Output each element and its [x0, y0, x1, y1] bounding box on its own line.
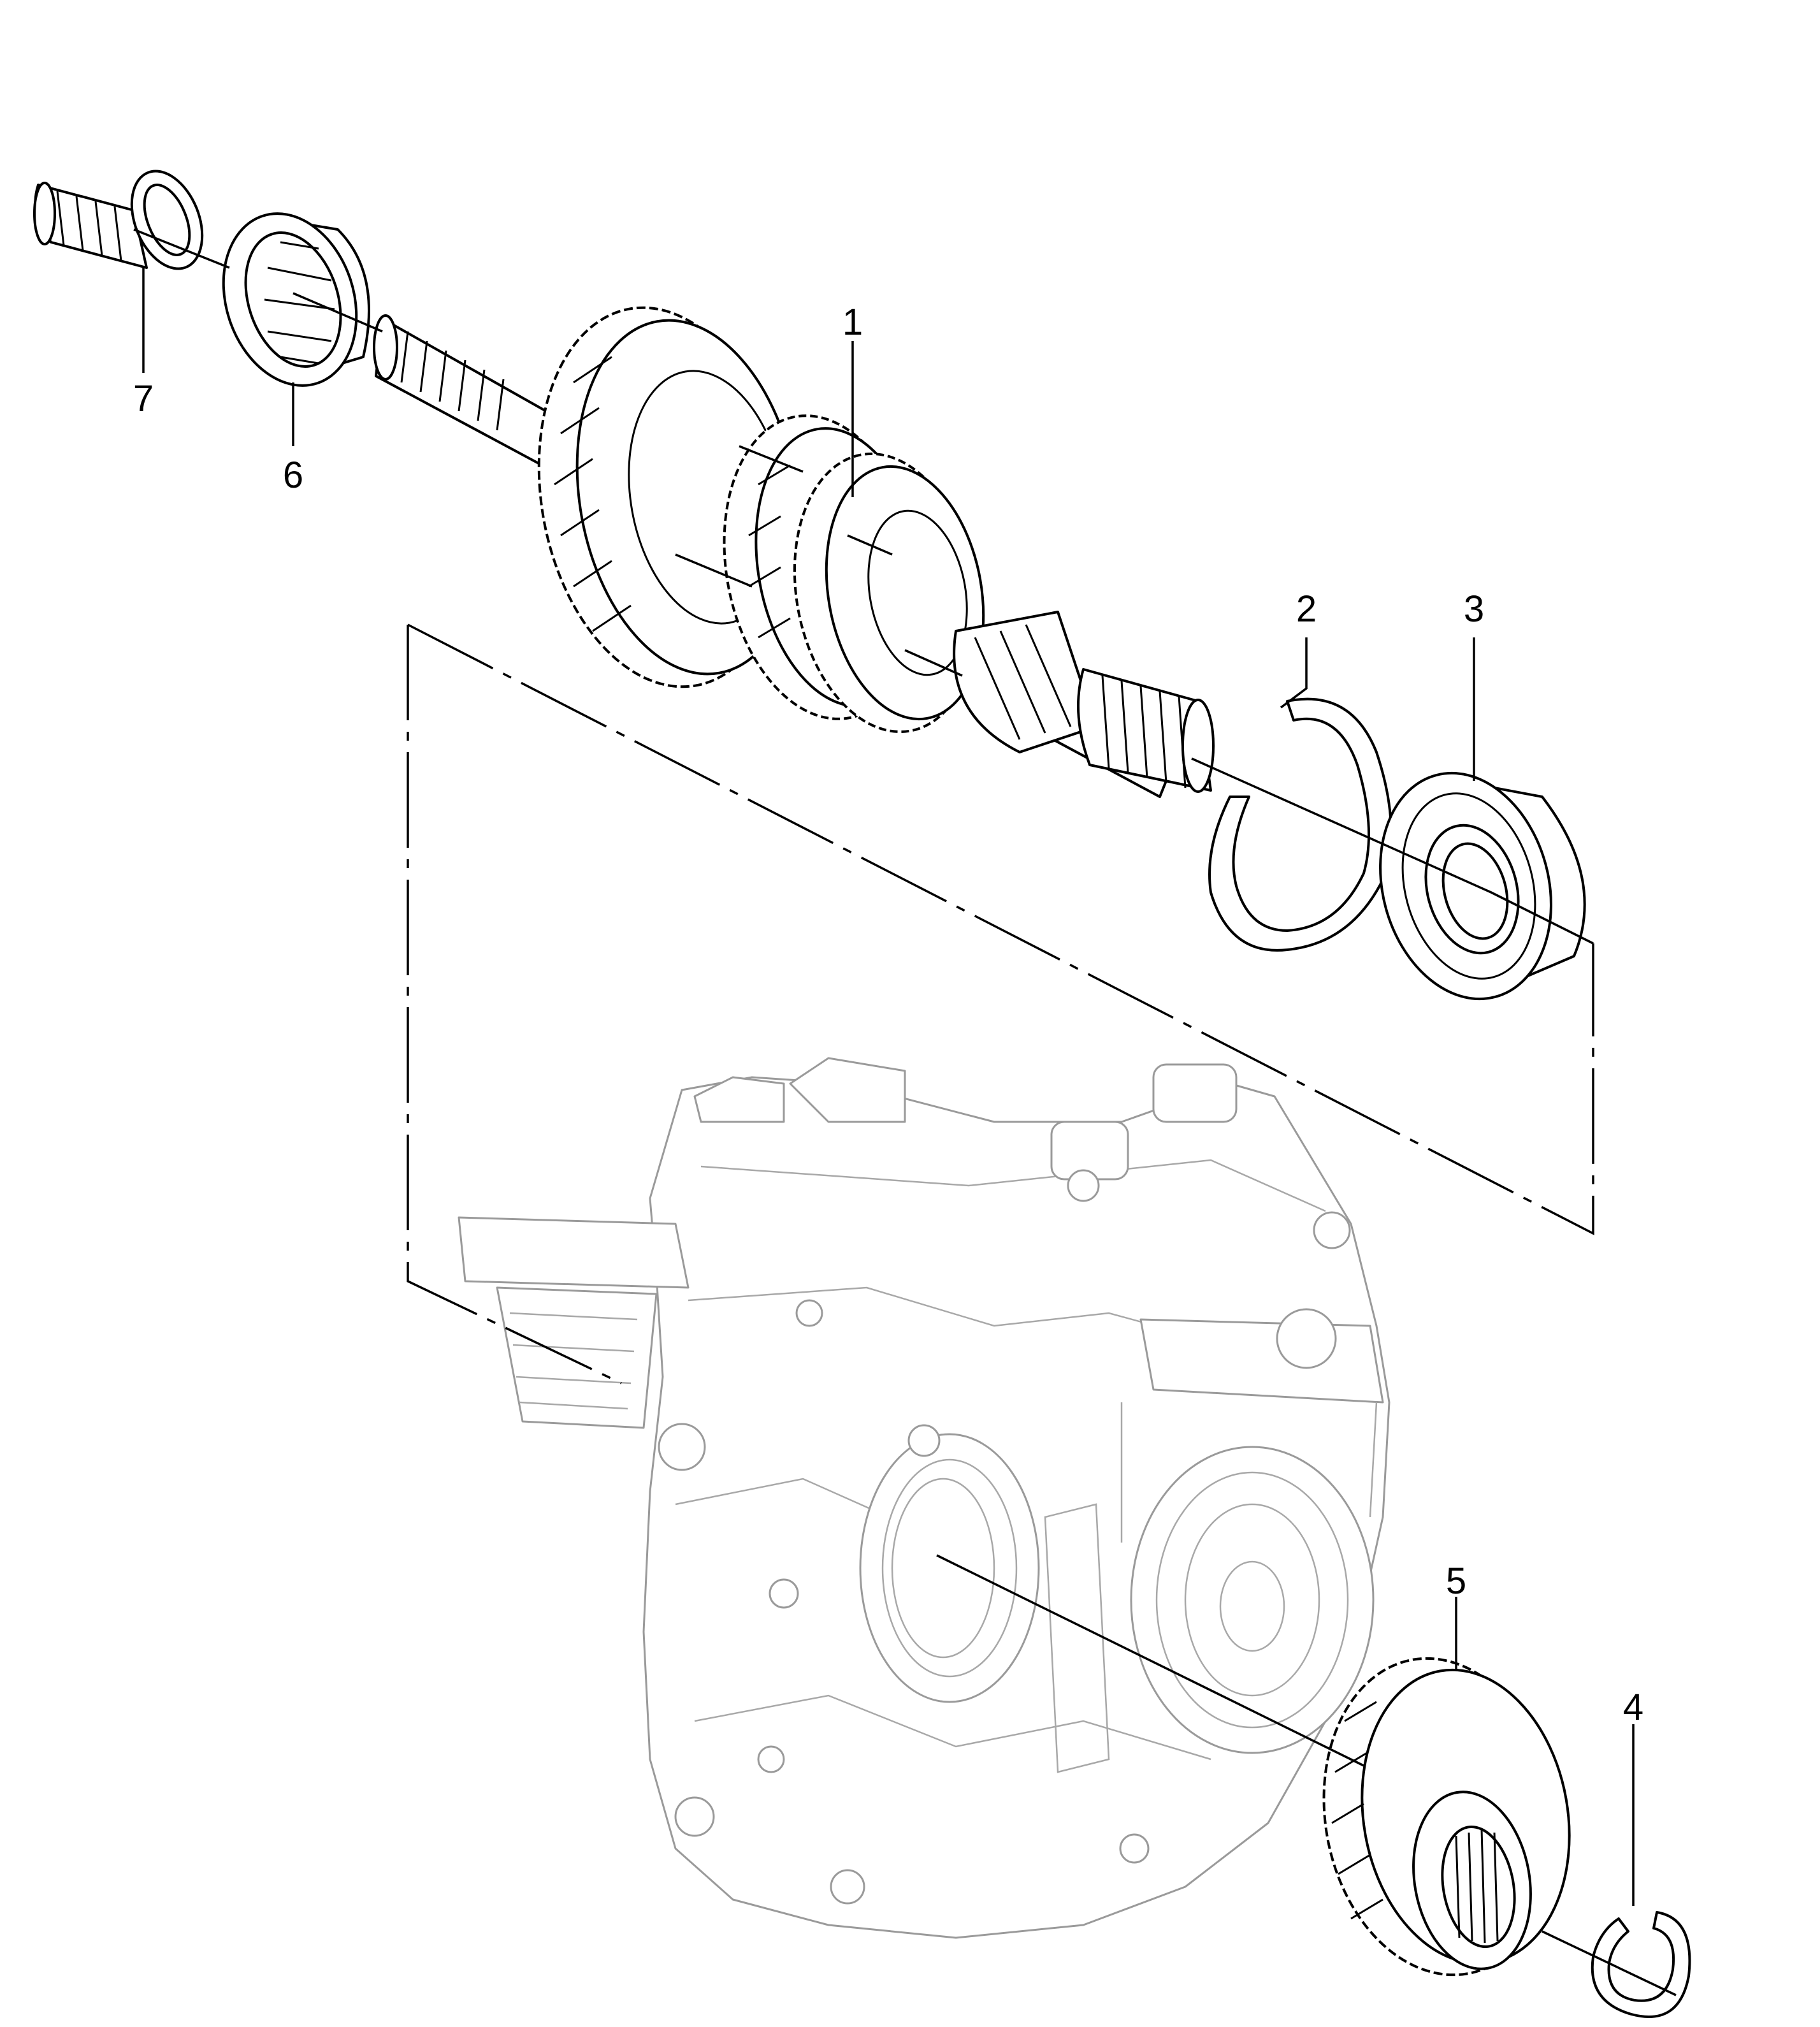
part-4-snap-ring: [1591, 1911, 1691, 2018]
part-3-ball-bearing: [1379, 771, 1586, 1001]
callout-leaders: [142, 268, 1635, 1906]
part-2-circlip: [1208, 697, 1392, 952]
part-7-shaft-stub: [33, 170, 204, 270]
transmission-housing-ghost: [458, 1057, 1390, 1939]
callout-2: 2: [1296, 588, 1317, 630]
callout-6: 6: [283, 454, 303, 496]
callout-1: 1: [842, 302, 863, 343]
part-6-roller-bearing: [222, 212, 370, 387]
callout-4: 4: [1623, 1687, 1643, 1728]
callout-labels: 1 2 3 4 5 6 7: [133, 302, 1643, 1728]
assembly-lines: [133, 228, 1677, 1996]
callout-7: 7: [133, 378, 154, 419]
callout-3: 3: [1464, 588, 1484, 630]
part-1-gear-shaft: [373, 306, 1215, 798]
part-5-gear: [1322, 1657, 1571, 1977]
spline-end: [1077, 668, 1215, 793]
callout-5: 5: [1446, 1560, 1466, 1602]
pinion-helical: [953, 611, 1097, 753]
